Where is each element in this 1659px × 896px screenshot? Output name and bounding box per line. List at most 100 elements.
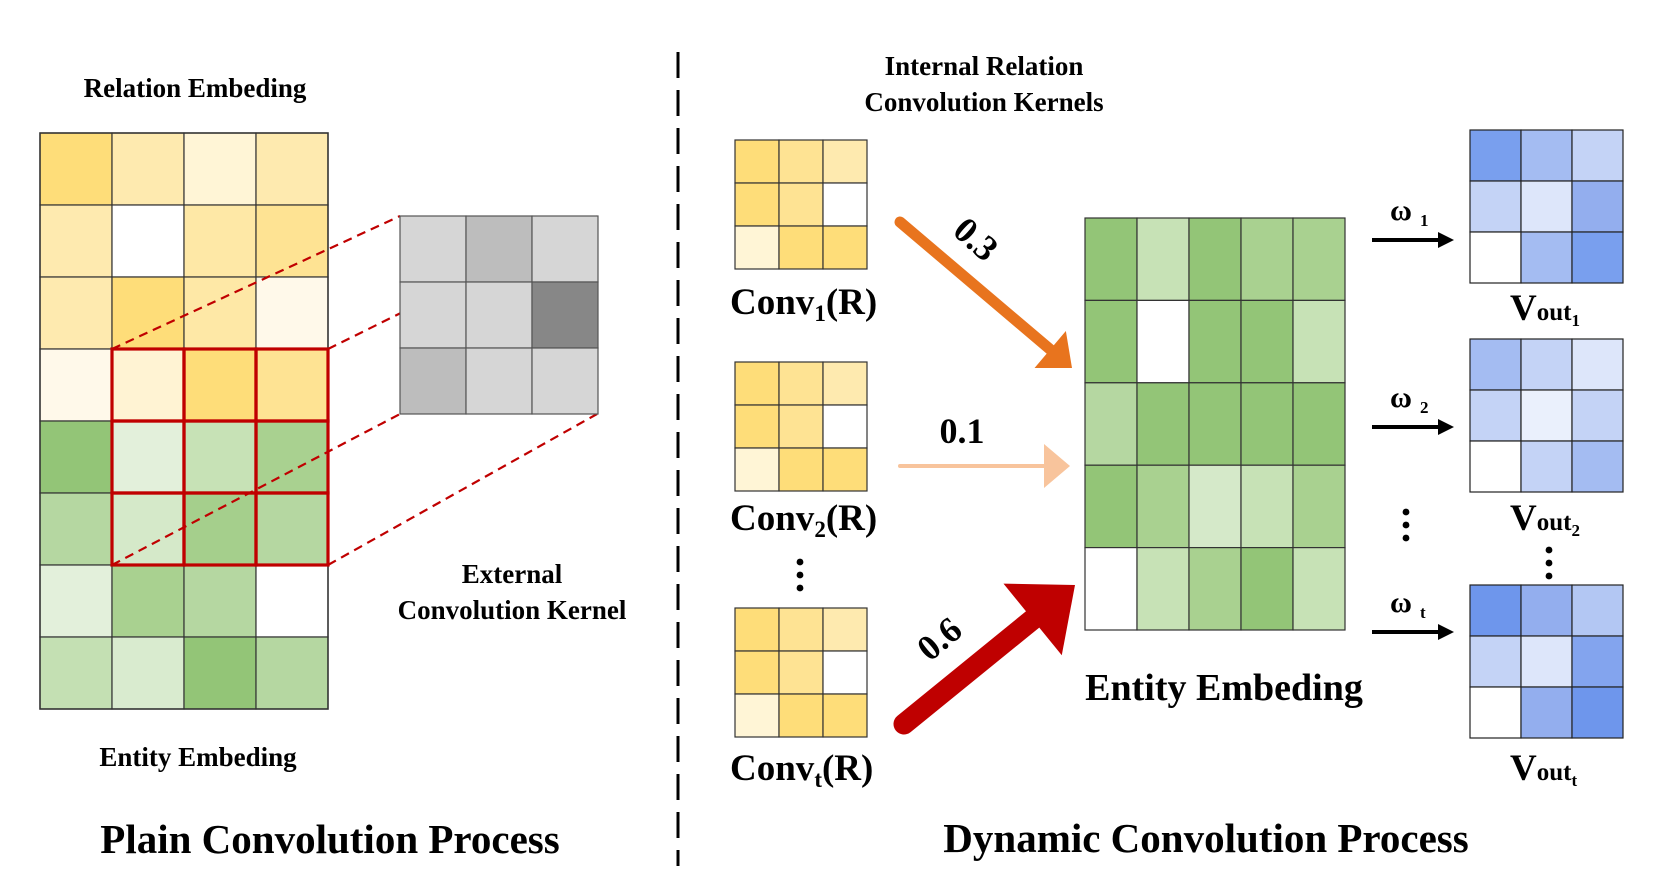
conv-ellipsis (796, 558, 804, 592)
internal-kernel-2-cell (734, 361, 780, 406)
output-grid-2-cell (1469, 389, 1522, 442)
entity-embedding-cell (183, 420, 257, 494)
entity-embedding-right-cell (1136, 382, 1190, 466)
entity-embedding-right-cell (1292, 217, 1346, 302)
output-grid-1-cell (1520, 231, 1573, 284)
external-kernel-label-line1: External (462, 559, 563, 589)
entity-embedding-right-cell (1188, 299, 1242, 384)
internal-kernel-1-cell (734, 182, 780, 227)
output-grid-3-cell (1469, 584, 1522, 637)
output-grid-1-cell (1520, 180, 1573, 233)
entity-embedding-cell (39, 492, 113, 566)
weight-arrow-2-head (1044, 444, 1070, 488)
external-kernel-cell (531, 215, 599, 283)
external-kernel-cell (465, 347, 533, 415)
weight-label-2: 0.1 (940, 411, 985, 451)
relation-embedding-cell (255, 348, 329, 422)
internal-kernel-2-cell (822, 361, 868, 406)
internal-kernel-1-cell (734, 225, 780, 270)
output-grid-1-cell (1469, 129, 1522, 182)
entity-embedding-right-cell (1292, 546, 1346, 631)
entity-embedding-cell (255, 492, 329, 566)
internal-kernel-1-cell (778, 225, 824, 270)
relation-embedding-cell (255, 276, 329, 350)
output-label-2: Vout2 (1510, 498, 1580, 540)
internal-kernel-3-cell (734, 607, 780, 652)
relation-embedding-cell (111, 348, 185, 422)
output-grid-3-cell (1520, 635, 1573, 688)
output-grid-1-cell (1571, 180, 1624, 233)
output-grid-1-cell (1571, 129, 1624, 182)
internal-kernel-3-cell (734, 650, 780, 695)
weight-arrow-t-shaft (893, 608, 1044, 735)
entity-embedding-cell (39, 636, 113, 710)
weight-arrow-1-shaft (894, 216, 1056, 355)
entity-embedding-right-cell (1240, 546, 1294, 631)
entity-embedding-right-cell (1084, 382, 1138, 466)
output-grid-2-cell (1571, 440, 1624, 493)
weight-arrows (893, 216, 1075, 735)
internal-kernel-2-cell (822, 404, 868, 449)
internal-kernel-2-cell (778, 361, 824, 406)
relation-embedding-cell (183, 348, 257, 422)
output-grid-3-cell (1469, 635, 1522, 688)
output-ellipsis (1545, 546, 1553, 580)
dynamic-process-caption: Dynamic Convolution Process (943, 815, 1468, 861)
relation-embedding-cell (111, 132, 185, 206)
relation-embedding-cell (39, 348, 113, 422)
output-grid-2-cell (1469, 440, 1522, 493)
entity-embedding-cell (111, 636, 185, 710)
relation-embedding-cell (39, 276, 113, 350)
weight-label-1: 0.3 (946, 209, 1006, 269)
output-grid-2-cell (1469, 338, 1522, 391)
output-grid-3-cell (1571, 686, 1624, 739)
external-kernel-label-line2: Convolution Kernel (398, 595, 627, 625)
internal-kernel-2-cell (822, 447, 868, 492)
entity-embedding-right-cell (1240, 299, 1294, 384)
internal-kernel-3-cell (778, 607, 824, 652)
entity-embedding-right-cell (1292, 299, 1346, 384)
entity-embedding-right-cell (1084, 546, 1138, 631)
output-grid-3-cell (1571, 635, 1624, 688)
output-grid-3-cell (1520, 584, 1573, 637)
internal-kernel-2-cell (778, 447, 824, 492)
output-grid-2-cell (1520, 440, 1573, 493)
relation-embedding-cell (111, 276, 185, 350)
output-grids (1469, 129, 1624, 739)
entity-embedding-right-cell (1136, 299, 1190, 384)
output-grid-3-cell (1571, 584, 1624, 637)
entity-embedding-right-cell (1136, 546, 1190, 631)
internal-kernel-3-cell (822, 693, 868, 738)
entity-embedding-label-right: Entity Embeding (1085, 667, 1363, 709)
relation-embedding-cell (39, 132, 113, 206)
weight-arrow-1-head (1034, 331, 1072, 368)
relation-embedding-label: Relation Embeding (84, 73, 307, 103)
entity-embedding-right-cell (1084, 217, 1138, 302)
internal-kernel-2-cell (734, 447, 780, 492)
entity-embedding-right-cell (1240, 464, 1294, 549)
relation-embedding-cell (39, 204, 113, 278)
output-grid-2-cell (1571, 338, 1624, 391)
entity-embedding-grid-right (1084, 217, 1346, 631)
internal-kernel-2-cell (734, 404, 780, 449)
output-grid-1-cell (1469, 231, 1522, 284)
entity-embedding-cell (183, 564, 257, 638)
external-kernel-cell (399, 215, 467, 283)
relation-embedding-cell (111, 204, 185, 278)
internal-kernels (734, 139, 868, 738)
relation-embedding-grid (39, 132, 329, 422)
conv-label-1: Conv1(R) (730, 282, 877, 326)
internal-kernel-2-cell (778, 404, 824, 449)
entity-embedding-label: Entity Embeding (99, 742, 297, 772)
output-grid-2-cell (1520, 338, 1573, 391)
internal-kernel-1-cell (822, 182, 868, 227)
entity-embedding-right-cell (1240, 382, 1294, 466)
entity-embedding-cell (111, 420, 185, 494)
output-grid-1-cell (1571, 231, 1624, 284)
output-grid-2-cell (1520, 389, 1573, 442)
entity-embedding-cell (183, 492, 257, 566)
